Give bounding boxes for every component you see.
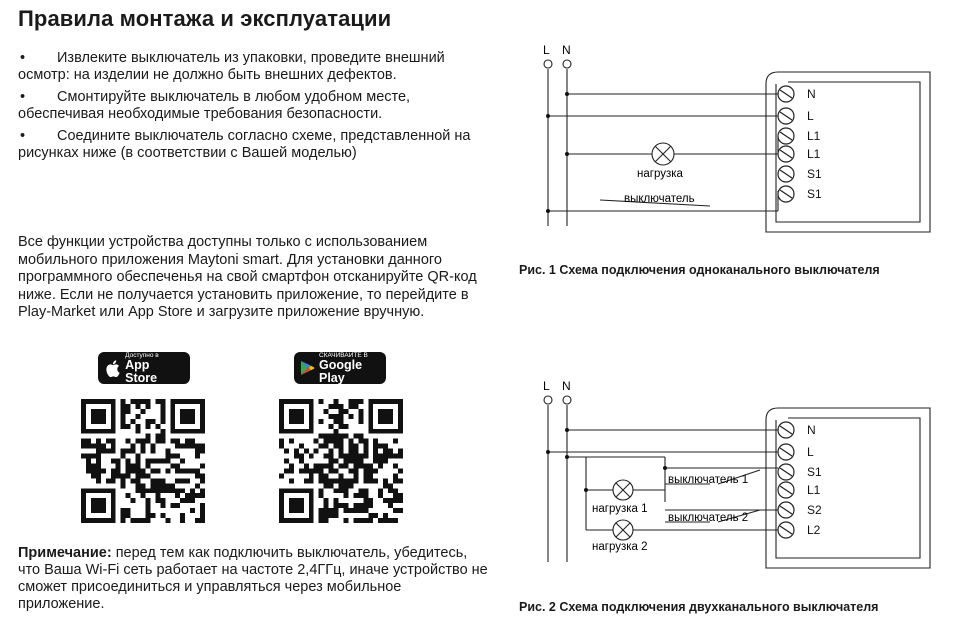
- screw-slot: [779, 525, 793, 535]
- instruction-text: Извлеките выключатель из упаковки, прове…: [18, 50, 445, 83]
- terminal-label: S2: [807, 503, 822, 517]
- terminal-N-circle: [562, 395, 572, 405]
- apple-icon: [104, 359, 121, 377]
- app-info-paragraph: Все функции устройства доступны только с…: [18, 234, 477, 320]
- junction-dots: [546, 428, 667, 492]
- instruction-item: • Соедините выключатель согласно схеме, …: [18, 128, 488, 162]
- terminal-L-circle: [543, 59, 553, 69]
- load-label: нагрузка: [637, 168, 684, 180]
- note-text: перед тем как подключить выключатель, уб…: [18, 545, 488, 612]
- screw-slot: [779, 189, 793, 199]
- junction-dots: [546, 92, 569, 213]
- badge-store-name: App Store: [125, 357, 158, 385]
- google-play-badge[interactable]: СКАЧИВАЙТЕ В Google Play: [294, 352, 386, 384]
- instruction-text: Соедините выключатель согласно схеме, пр…: [18, 128, 471, 161]
- line-label-N: N: [562, 43, 571, 57]
- instruction-text: Смонтируйте выключатель в любом удобном …: [18, 89, 411, 122]
- terminal-label: S1: [807, 465, 822, 479]
- instructions-list: • Извлеките выключатель из упаковки, про…: [18, 50, 488, 167]
- terminal-label: N: [807, 87, 816, 101]
- terminal-label: S1: [807, 187, 822, 201]
- screw-slot: [779, 111, 793, 121]
- terminal-label: L1: [807, 129, 821, 143]
- bullet-mark: •: [20, 89, 26, 105]
- load1-label: нагрузка 1: [592, 503, 648, 515]
- terminal-label: L2: [807, 523, 821, 537]
- badge-caption: Доступно в: [125, 351, 159, 359]
- load2-label: нагрузка 2: [592, 541, 648, 553]
- switch1-label: выключатель 1: [668, 474, 748, 486]
- switch-label: выключатель: [624, 193, 695, 205]
- bullet-mark: •: [20, 50, 26, 66]
- figure2-caption: Рис. 2 Схема подключения двухканального …: [519, 600, 879, 614]
- terminal-label: N: [807, 423, 816, 437]
- screw-slot: [779, 89, 793, 99]
- line-label-L: L: [543, 43, 550, 57]
- badge-caption: СКАЧИВАЙТЕ В: [319, 351, 368, 359]
- page-title: Правила монтажа и эксплуатации: [18, 6, 392, 31]
- instruction-item: • Извлеките выключатель из упаковки, про…: [18, 50, 488, 84]
- screw-slot: [779, 131, 793, 141]
- screw-slot: [779, 425, 793, 435]
- screw-slot: [779, 467, 793, 477]
- terminal-label: L1: [807, 483, 821, 497]
- line-label-L: L: [543, 379, 550, 393]
- screw-slot: [779, 505, 793, 515]
- note-paragraph: Примечание: перед тем как подключить вык…: [18, 545, 488, 613]
- screw-slot: [779, 447, 793, 457]
- switch2-label: выключатель 2: [668, 512, 748, 524]
- terminal-label: L: [807, 109, 814, 123]
- screw-slot: [779, 169, 793, 179]
- terminal-L-circle: [543, 395, 553, 405]
- app-store-badge[interactable]: Доступно в App Store: [98, 352, 190, 384]
- play-icon: [300, 359, 315, 377]
- figure1-caption: Рис. 1 Схема подключения одноканального …: [519, 263, 880, 277]
- terminal-N-circle: [562, 59, 572, 69]
- app-store-qr-code[interactable]: [81, 399, 205, 523]
- note-label: Примечание:: [18, 545, 112, 561]
- screw-slot: [779, 485, 793, 495]
- line-label-N: N: [562, 379, 571, 393]
- bullet-mark: •: [20, 128, 26, 144]
- terminal-label: S1: [807, 167, 822, 181]
- screw-slot: [779, 149, 793, 159]
- terminal-label: L1: [807, 147, 821, 161]
- terminal-label: L: [807, 445, 814, 459]
- google-play-qr-code[interactable]: [279, 399, 403, 523]
- instruction-item: • Смонтируйте выключатель в любом удобно…: [18, 89, 488, 123]
- badge-store-name: Google Play: [319, 357, 363, 385]
